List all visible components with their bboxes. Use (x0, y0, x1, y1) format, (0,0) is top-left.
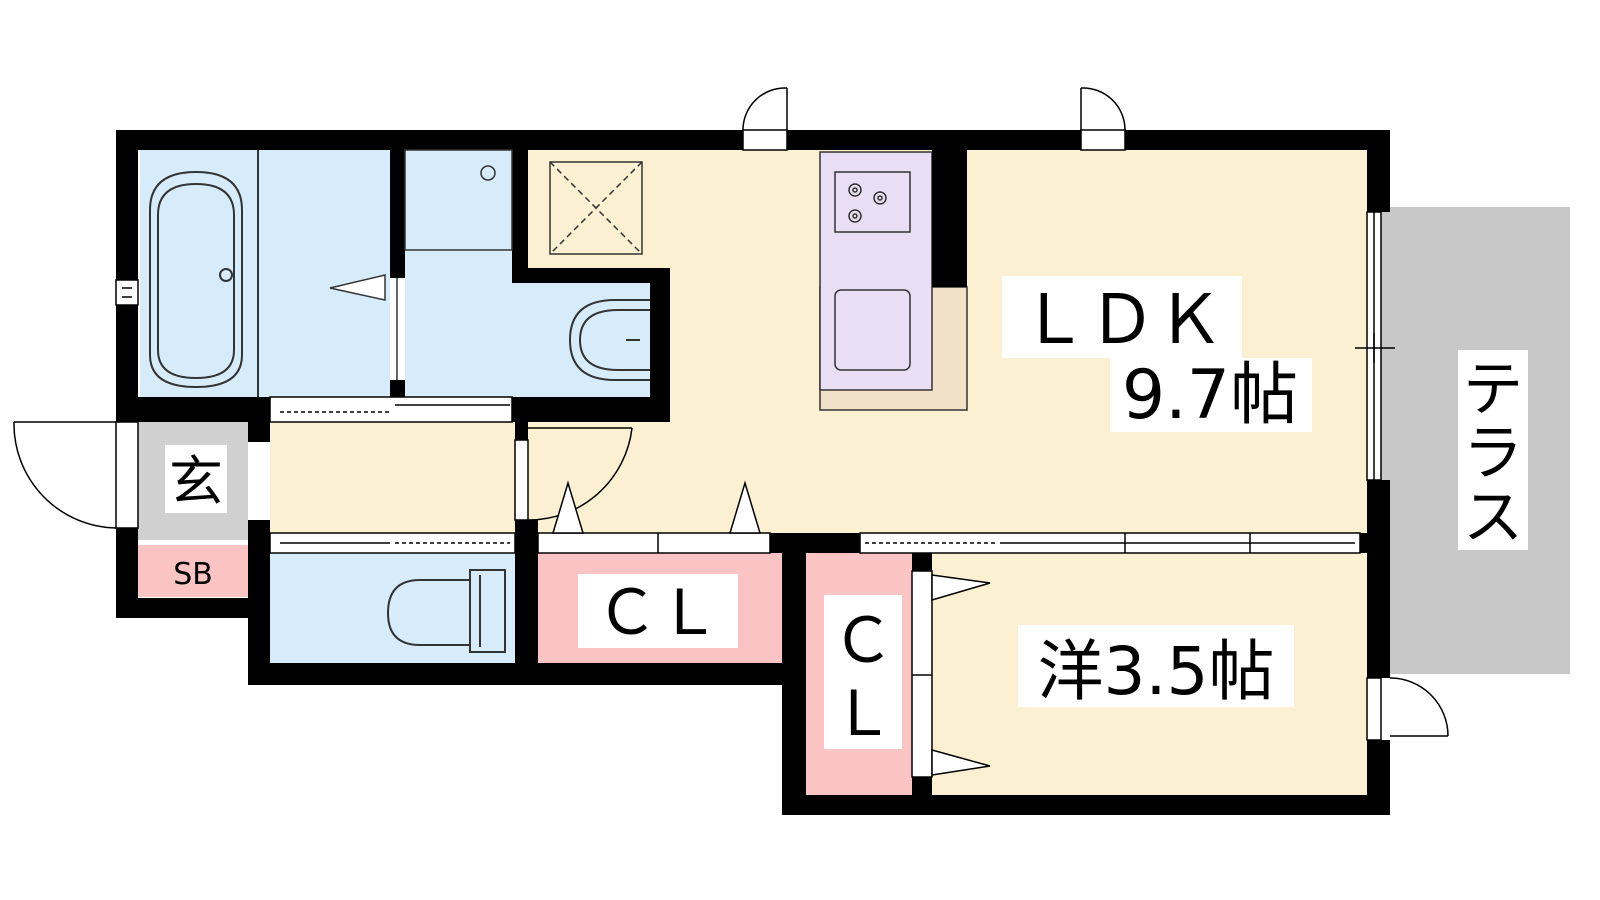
genkan-label: 玄 (169, 450, 223, 513)
bathroom-floor (140, 150, 390, 397)
shower-divider-icon (329, 274, 398, 380)
shoe-box (138, 545, 248, 597)
floor-drain-icon (549, 161, 643, 255)
ldk-label: ＬＤＫ (1020, 281, 1224, 360)
sliding-door-tracks (269, 396, 1361, 778)
ldk-size-label: 9.7帖 (1122, 356, 1298, 435)
terrace-label-ra: ラ (1463, 419, 1523, 489)
kitchen-unit (819, 151, 933, 391)
door-swing-icon (13, 87, 1449, 737)
washing-machine-pan-icon (404, 149, 513, 251)
closet-horizontal-label: ＣＬ (596, 576, 720, 649)
hallway-floor (270, 422, 528, 540)
stove-icon (834, 171, 911, 233)
closet-vertical-label-c: Ｃ (832, 604, 894, 677)
labels: ＬＤＫ 9.7帖 洋3.5帖 ＣＬ Ｃ Ｌ 玄 SB テ ラ ス (165, 276, 1528, 750)
bathtub-icon (149, 150, 259, 397)
sink-icon (834, 289, 911, 371)
washbasin-icon (568, 283, 650, 397)
terrace-label-te: テ (1463, 355, 1523, 425)
shoe-box-label: SB (173, 557, 213, 592)
western-room-label: 洋3.5帖 (1038, 633, 1275, 710)
terrace-label-su: ス (1463, 483, 1523, 553)
door-markers (551, 480, 991, 776)
closet-vertical-label-l: Ｌ (832, 677, 894, 750)
toilet-icon (386, 569, 506, 653)
